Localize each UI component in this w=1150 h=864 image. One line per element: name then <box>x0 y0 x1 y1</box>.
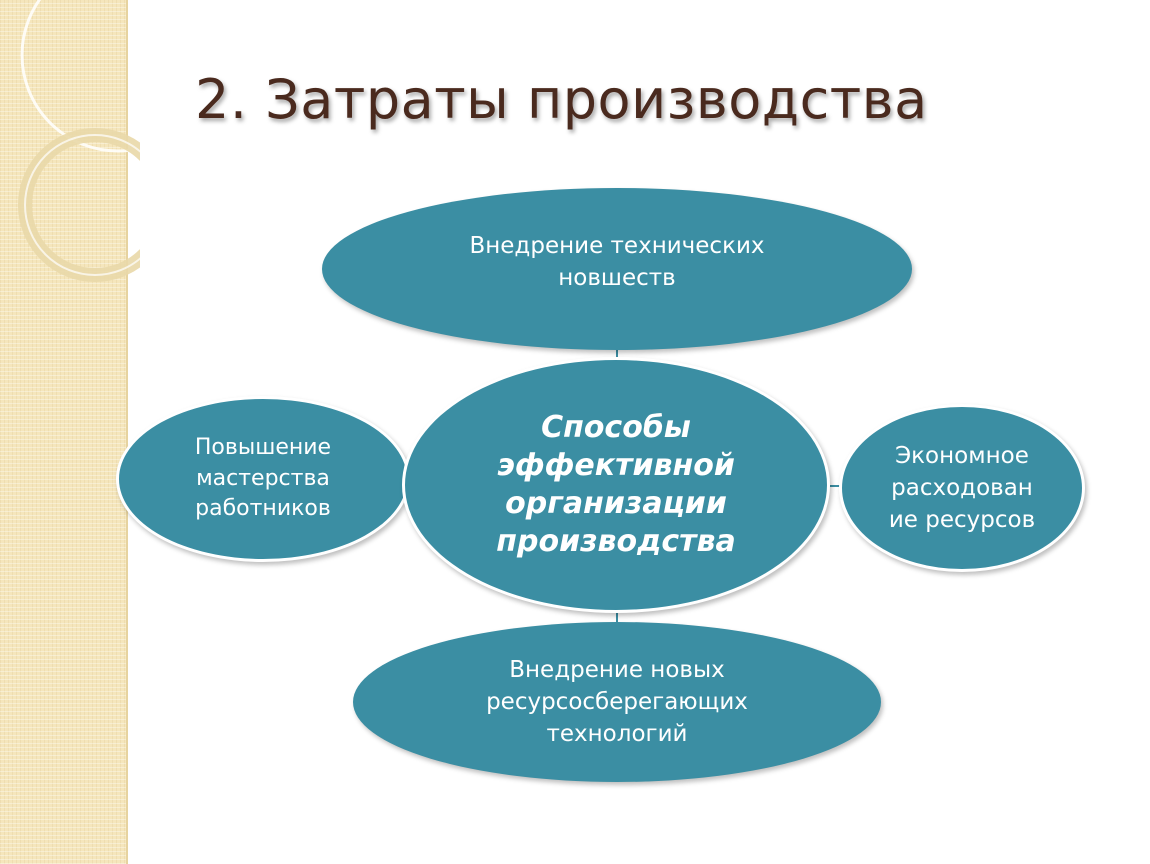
node-worker-skills-label: Повышение мастерства работников <box>194 434 332 522</box>
slide-title: 2. Затраты производства <box>195 68 928 131</box>
node-center-label: Способы эффективной организации производ… <box>496 409 736 560</box>
node-technical-innovations: Внедрение технических новшеств <box>322 188 912 350</box>
node-technical-innovations-label: Внедрение технических новшеств <box>469 232 765 291</box>
connector-right <box>830 485 840 487</box>
node-center-efficient-organization: Способы эффективной организации производ… <box>402 357 830 613</box>
node-resource-saving-technologies-label: Внедрение новых ресурсосберегающих техно… <box>486 656 748 748</box>
decorative-rings-icon <box>18 0 140 282</box>
connector-top <box>616 350 618 357</box>
node-resource-saving-technologies: Внедрение новых ресурсосберегающих техно… <box>353 622 881 782</box>
side-band-edge <box>126 0 128 864</box>
node-economical-resource-use-label: Экономное расходован ие ресурсов <box>888 442 1036 534</box>
node-economical-resource-use: Экономное расходован ие ресурсов <box>839 404 1085 572</box>
connector-bottom <box>616 613 618 622</box>
node-worker-skills: Повышение мастерства работников <box>116 396 410 562</box>
